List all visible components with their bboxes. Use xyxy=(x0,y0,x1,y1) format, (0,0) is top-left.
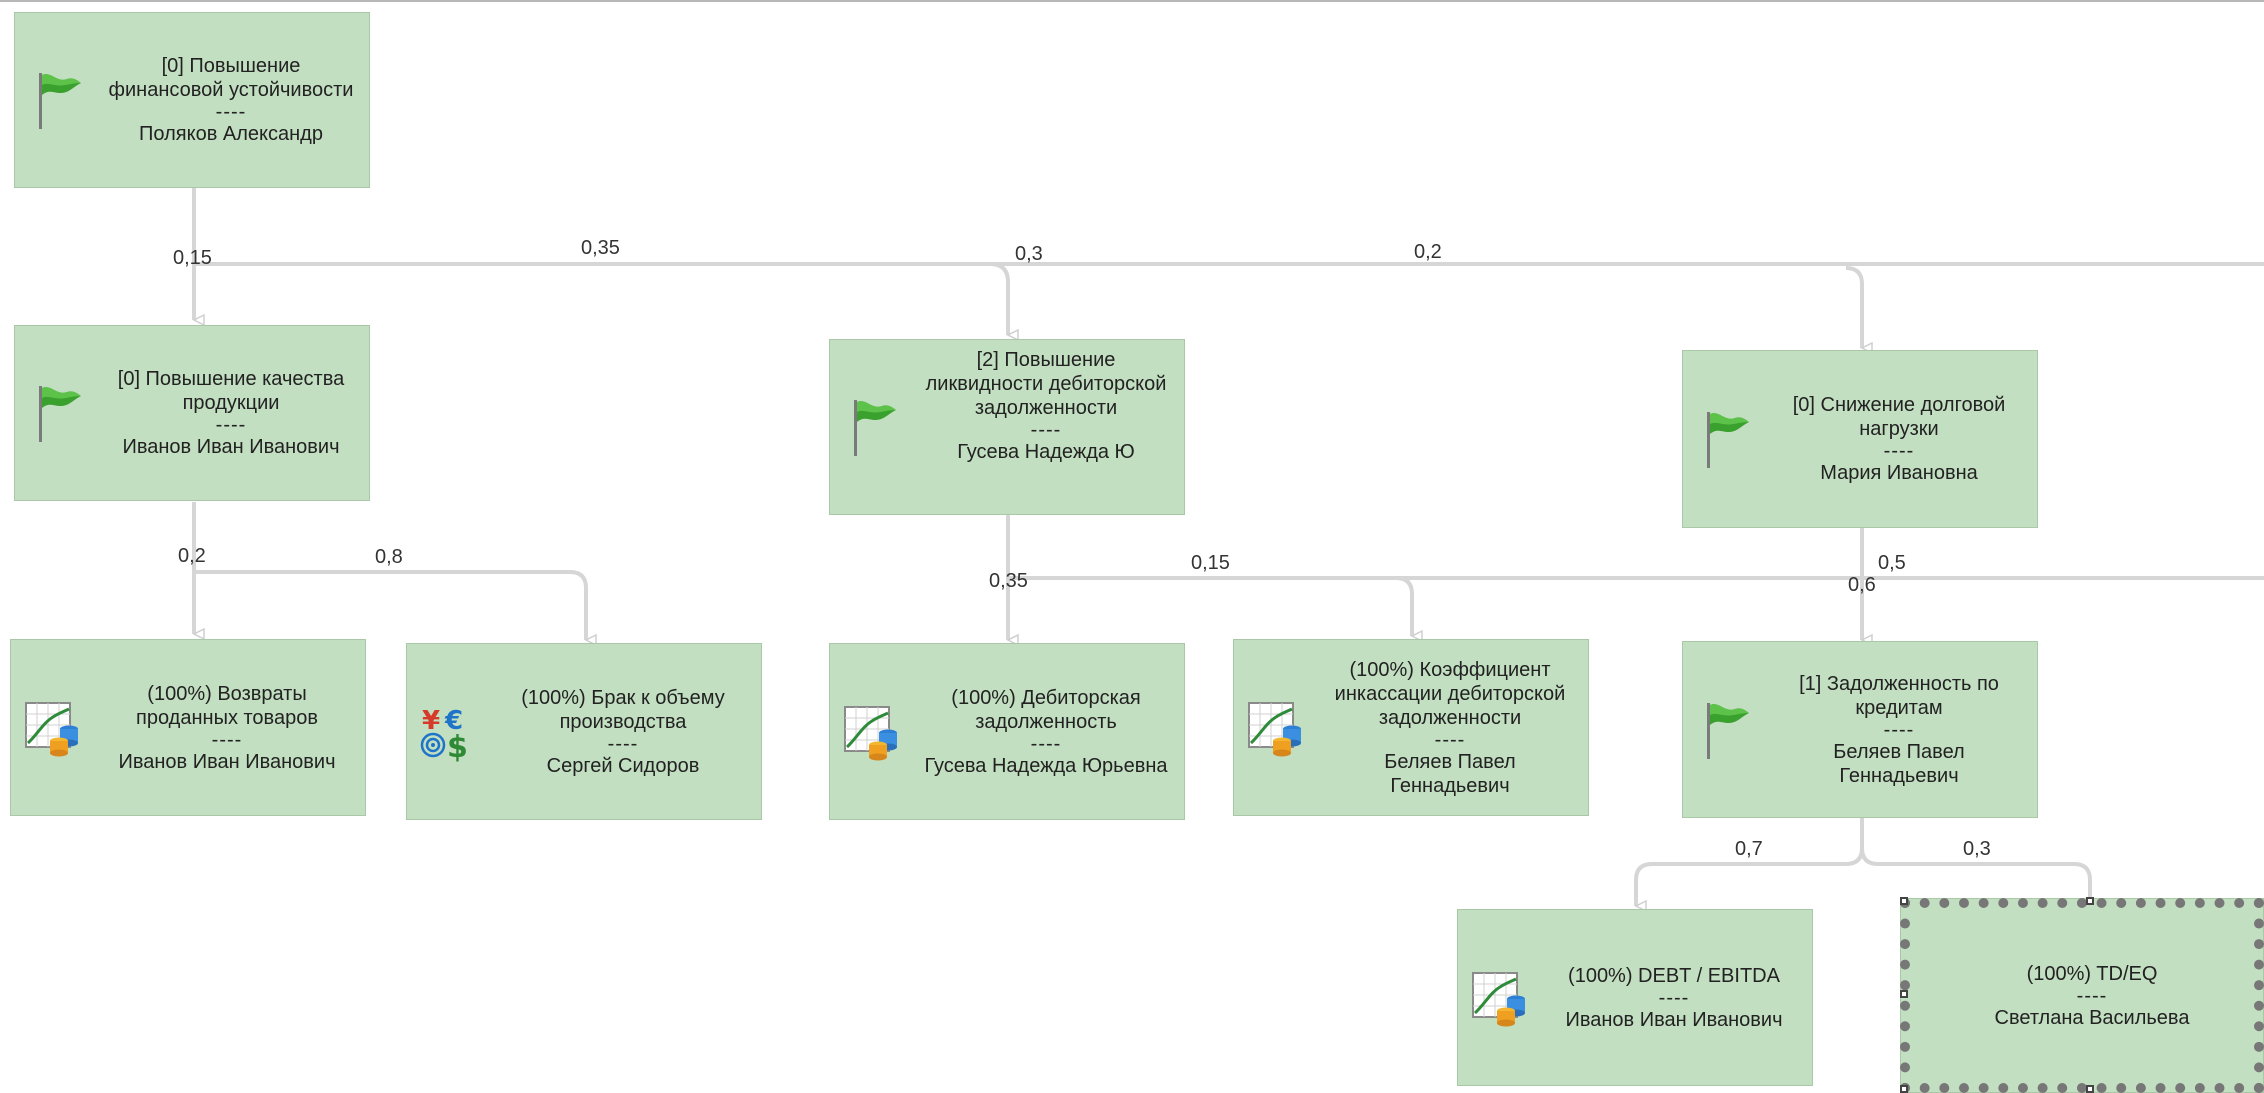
kpi-node-tdeq[interactable]: (100%) TD/EQ ---- Светлана Васильева xyxy=(1900,898,2264,1093)
goal-node-liquidity[interactable]: [2] Повышение ликвидности дебиторской за… xyxy=(829,339,1185,515)
node-owner: Иванов Иван Иванович xyxy=(118,750,336,773)
node-separator: ---- xyxy=(1030,419,1062,441)
flag-icon xyxy=(854,400,896,456)
weight-label: 0,15 xyxy=(1191,552,1230,574)
node-separator: ---- xyxy=(1658,986,1690,1009)
node-separator: ---- xyxy=(1434,728,1466,751)
node-owner: Светлана Васильева xyxy=(1994,1006,2190,1029)
connector-liquidity-collection[interactable] xyxy=(1395,576,1412,636)
flag-icon xyxy=(1707,702,1749,759)
connector-loans-ebitda[interactable] xyxy=(1634,818,1864,906)
node-owner: Гусева Надежда Ю xyxy=(957,441,1135,463)
weight-label: 0,3 xyxy=(1963,838,1991,860)
selection-handle[interactable] xyxy=(2086,1085,2094,1093)
connector-loans-tdeq[interactable] xyxy=(1860,847,2092,898)
node-title: (100%) Брак к объему производства xyxy=(521,686,725,733)
goal-node-loans[interactable]: [1] Задолженность по кредитам ---- Беляе… xyxy=(1682,641,2038,818)
chart-db-icon xyxy=(1472,971,1525,1026)
goal-node-quality[interactable]: [0] Повышение качества продукции ---- Ив… xyxy=(14,325,370,501)
node-title: [2] Повышение ликвидности дебиторской за… xyxy=(925,349,1167,419)
weight-label: 0,8 xyxy=(375,546,403,568)
node-title: [0] Снижение долговой нагрузки xyxy=(1792,394,2006,440)
node-title: (100%) TD/EQ xyxy=(2026,962,2158,985)
chart-db-icon xyxy=(844,705,897,760)
node-title: [0] Повышение качества продукции xyxy=(117,368,345,414)
node-title: [1] Задолженность по кредитам xyxy=(1799,672,1999,719)
node-owner: Иванов Иван Иванович xyxy=(122,436,340,458)
node-separator: ---- xyxy=(1883,718,1915,741)
chart-db-icon xyxy=(1248,701,1301,756)
kpi-node-ebitda[interactable]: (100%) DEBT / EBITDA ---- Иванов Иван Ив… xyxy=(1457,909,1813,1086)
chart-db-icon xyxy=(25,701,78,756)
node-title: (100%) Коэффициент инкассации дебиторско… xyxy=(1334,658,1566,729)
kpi-node-receivable[interactable]: (100%) Дебиторская задолженность ---- Гу… xyxy=(829,643,1185,820)
goal-node-root[interactable]: [0] Повышение финансовой устойчивости --… xyxy=(14,12,370,188)
node-separator: ---- xyxy=(211,728,243,751)
node-separator: ---- xyxy=(215,101,247,123)
currency-icon: ¥ € $ xyxy=(420,706,468,763)
node-owner: Сергей Сидоров xyxy=(546,754,700,777)
node-separator: ---- xyxy=(607,732,639,755)
weight-label: 0,7 xyxy=(1735,838,1763,860)
connector-root-debtload[interactable] xyxy=(1845,266,1862,348)
node-owner: Поляков Александр xyxy=(139,123,323,145)
node-title: (100%) DEBT / EBITDA xyxy=(1568,964,1780,987)
node-title: (100%) Возвраты проданных товаров xyxy=(136,682,318,729)
weight-label: 0,35 xyxy=(581,237,620,259)
svg-text:$: $ xyxy=(447,730,468,763)
svg-text:€: € xyxy=(444,706,463,736)
svg-text:¥: ¥ xyxy=(422,706,440,736)
node-title: [0] Повышение финансовой устойчивости xyxy=(108,55,354,101)
node-separator: ---- xyxy=(2076,984,2108,1007)
node-separator: ---- xyxy=(1030,732,1062,755)
weight-label: 0,6 xyxy=(1848,574,1876,596)
node-owner: Беляев Павел Геннадьевич xyxy=(1833,740,1965,787)
node-owner: Гусева Надежда Юрьевна xyxy=(924,754,1168,777)
node-owner: Иванов Иван Иванович xyxy=(1565,1008,1783,1031)
kpi-node-returns[interactable]: (100%) Возвраты проданных товаров ---- И… xyxy=(10,639,366,816)
node-separator: ---- xyxy=(215,414,247,436)
node-title: (100%) Дебиторская задолженность xyxy=(951,686,1141,733)
selection-handle[interactable] xyxy=(1900,897,1908,905)
flag-icon xyxy=(39,386,81,442)
kpi-node-collection[interactable]: (100%) Коэффициент инкассации дебиторско… xyxy=(1233,639,1589,816)
weight-label: 0,2 xyxy=(1414,241,1442,263)
connector-root-liquidity[interactable] xyxy=(989,262,1008,335)
node-owner: Мария Ивановна xyxy=(1820,462,1978,484)
weight-label: 0,2 xyxy=(178,545,206,567)
kpi-node-defects[interactable]: ¥ € $ (100%) Брак к объему производства … xyxy=(406,643,762,820)
goal-node-debtload[interactable]: [0] Снижение долговой нагрузки ---- Мари… xyxy=(1682,350,2038,528)
selection-handle[interactable] xyxy=(1900,990,1908,998)
flag-icon xyxy=(1707,412,1749,468)
weight-label: 0,5 xyxy=(1878,552,1906,574)
node-separator: ---- xyxy=(1883,440,1915,462)
selection-handle[interactable] xyxy=(2086,897,2094,905)
weight-label: 0,15 xyxy=(173,247,212,269)
weight-label: 0,35 xyxy=(989,570,1028,592)
flag-icon xyxy=(39,73,81,129)
connector-quality-defects[interactable] xyxy=(194,570,586,640)
node-owner: Беляев Павел Геннадьевич xyxy=(1384,750,1516,797)
selection-handle[interactable] xyxy=(1900,1085,1908,1093)
weight-label: 0,3 xyxy=(1015,243,1043,265)
